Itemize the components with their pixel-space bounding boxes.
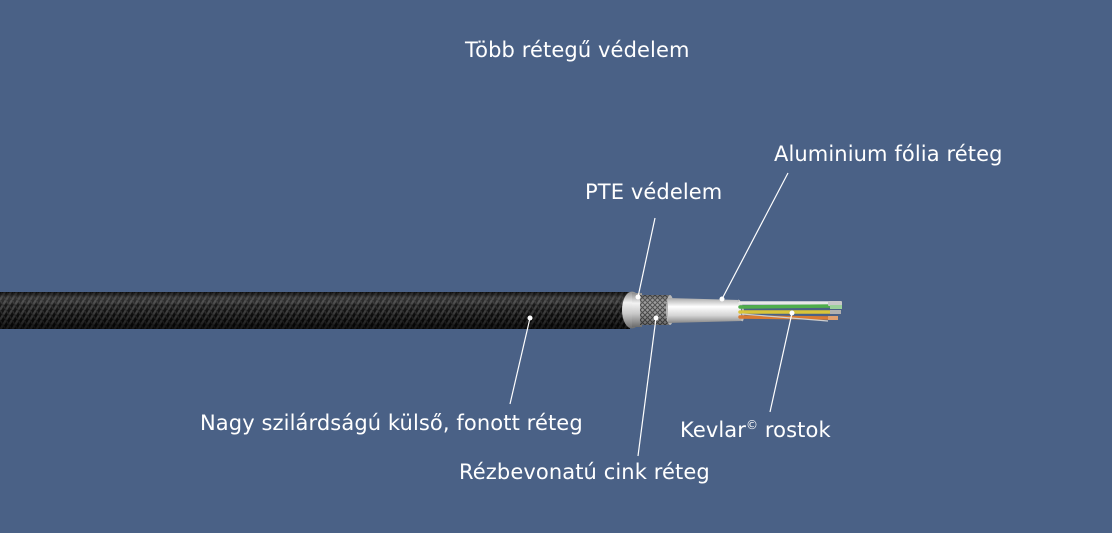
- label-kevlar-rest: rostok: [758, 418, 831, 442]
- inner-wires: [738, 301, 842, 322]
- wire-tips: [828, 301, 842, 320]
- label-pte-protection: PTE védelem: [585, 180, 723, 204]
- diagram-title: Több rétegű védelem: [465, 38, 690, 62]
- label-zinc-layer: Rézbevonatú cink réteg: [459, 460, 710, 484]
- label-aluminium-foil: Aluminium fólia réteg: [774, 142, 1003, 166]
- label-kevlar-copyright: ©: [746, 418, 759, 432]
- leader-lines: [509, 172, 795, 457]
- braided-outer-jacket: [0, 292, 630, 329]
- pte-layer: [622, 291, 642, 329]
- aluminium-foil-layer: [668, 298, 745, 323]
- label-kevlar-fibers: Kevlar© rostok: [680, 419, 831, 441]
- label-kevlar-main: Kevlar: [680, 418, 747, 442]
- label-outer-braid: Nagy szilárdságú külső, fonott réteg: [200, 411, 583, 435]
